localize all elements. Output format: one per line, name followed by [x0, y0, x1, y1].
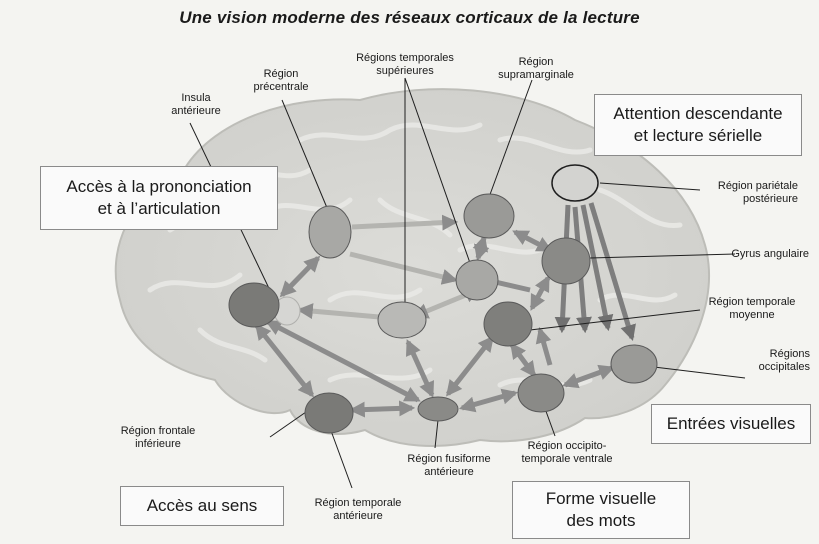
box-acces-au-sens: Accès au sens [120, 486, 284, 526]
node-occipitales [610, 344, 658, 384]
box-entrees-visuelles: Entrées visuelles [651, 404, 811, 444]
label-fusiforme-anterieure: Région fusiforme antérieure [407, 453, 491, 478]
region-nodes [228, 164, 658, 434]
label-precentrale: Région précentrale [253, 68, 309, 93]
node-angulaire [541, 237, 591, 285]
label-temporale-anterieure: Région temporale antérieure [314, 497, 402, 522]
node-temporale-moy [483, 301, 533, 347]
label-parietale-posterieure: Région pariétale postérieure [717, 180, 798, 205]
node-fusiforme [417, 396, 459, 422]
label-occipitales: Régions occipitales [758, 348, 810, 373]
box-forme-visuelle: Forme visuelle des mots [512, 481, 690, 539]
node-precentrale [308, 205, 352, 259]
box-prononciation: Accès à la prononciation et à l’articula… [40, 166, 278, 230]
label-occipito-temporale: Région occipito- temporale ventrale [521, 440, 613, 465]
box-attention: Attention descendante et lecture sériell… [594, 94, 802, 156]
node-temporale-ant [304, 392, 354, 434]
node-supramarginale [463, 193, 515, 239]
label-gyrus-angulaire: Gyrus angulaire [731, 248, 809, 260]
attention-arrows [554, 202, 636, 342]
leader-lines [189, 77, 746, 489]
back-connections [296, 214, 481, 321]
label-frontale-inferieure: Région frontale inférieure [120, 425, 196, 450]
label-temporale-moyenne: Région temporale moyenne [708, 296, 796, 321]
label-supramarginale: Région supramarginale [498, 56, 574, 81]
node-temporale-sup-b [455, 259, 499, 301]
main-connections [255, 229, 616, 418]
node-parietale [551, 164, 599, 202]
node-temporale-sup-a [377, 301, 427, 339]
label-insula: Insula antérieure [171, 92, 221, 117]
diagram-title: Une vision moderne des réseaux corticaux… [179, 8, 640, 27]
node-frontale-inf [228, 282, 280, 328]
label-temporales-superieures: Régions temporales supérieures [356, 52, 454, 77]
node-occipito-temporale [517, 373, 565, 413]
